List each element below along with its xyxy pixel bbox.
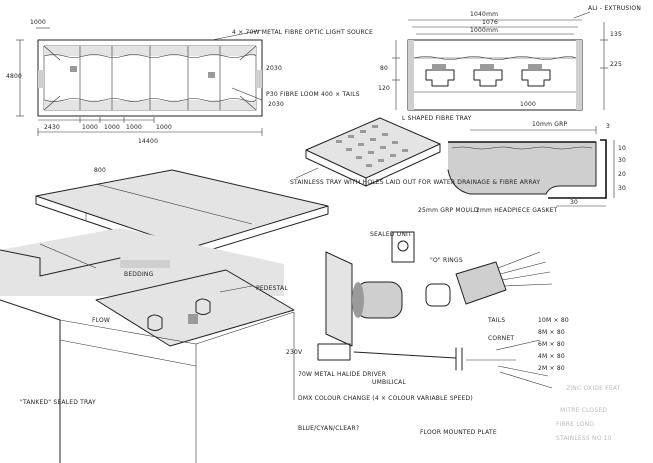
driver-voltage-label: 230V	[286, 349, 303, 356]
fitting-note-o-rings: "O" RINGS	[430, 257, 463, 264]
fitting-note-umbilical: UMBILICAL	[372, 379, 406, 386]
edge-dim-bottom: 30	[570, 199, 578, 206]
driver-note-2: DMX COLOUR CHANGE (4 × COLOUR VARIABLE S…	[298, 395, 473, 402]
fitting-o-ring-nut	[425, 283, 451, 307]
iso-note-tanked-tray: "TANKED" SEALED TRAY	[20, 399, 96, 406]
umbilical-line	[353, 351, 457, 359]
faint-note: MITRE CLOSED	[560, 407, 607, 414]
plan-dim-top: 1000	[30, 19, 46, 26]
plan-dim-segment: 1000	[104, 124, 120, 131]
edge-dim-top: 1000	[520, 101, 536, 108]
iso-note-pedestal: PEDESTAL	[256, 285, 288, 292]
plan-dim-right-1: 2030	[266, 65, 282, 72]
iso-lip	[0, 249, 121, 277]
tails-item: 6M × 80	[538, 341, 565, 348]
section-note-ali-extrusion: ALI - EXTRUSION	[588, 5, 641, 12]
tray-iso: STAINLESS TRAY WITH HOLES LAID OUT FOR W…	[290, 117, 558, 214]
tails-lines	[466, 339, 553, 389]
edge-extrusion	[548, 139, 607, 199]
plan-dim-total: 14400	[138, 138, 158, 145]
iso-dim-top: 800	[94, 167, 106, 174]
fitting-mount-plate	[325, 251, 353, 347]
edge-dim-side-5: 30	[618, 185, 626, 192]
section-side-left	[408, 40, 414, 110]
tray-note: STAINLESS TRAY WITH HOLES LAID OUT FOR W…	[290, 179, 540, 186]
iso-bedding-block	[120, 260, 170, 268]
tray-holes	[336, 125, 408, 167]
faint-note: STAINLESS NO 10	[556, 435, 612, 442]
section-outline	[407, 39, 583, 111]
section-side-right	[576, 40, 582, 110]
edge-dim-side-4: 20	[618, 171, 626, 178]
plan-dim-left: 4800	[6, 73, 22, 80]
edge-detail: 1000 10mm GRP 3 10 30 20 30 30	[447, 101, 626, 207]
plan-wave-top	[43, 54, 257, 58]
plan-note-fibre-optic: 4 × 70W METAL FIBRE OPTIC LIGHT SOURCE	[232, 29, 373, 36]
fittings: SEALED UNIT "O" RINGS UMBILICAL FLOOR MO…	[286, 231, 621, 442]
section-dim-left-1: 80	[380, 65, 388, 72]
section-dim-right-2: 225	[610, 61, 622, 68]
fitting-note-sealed: SEALED UNIT	[370, 231, 412, 238]
main-iso: 800 BEDDING PEDESTAL FLOW "TANKED" SEALE…	[0, 167, 329, 463]
iso-mount-plate	[95, 269, 295, 347]
edge-body	[448, 142, 596, 194]
section-dim-top-1: 1040mm	[470, 11, 498, 18]
tray-note-grp: 25mm GRP MOULD	[418, 207, 479, 214]
plan-dim-right-2: 2030	[268, 101, 284, 108]
tails-item: 2M × 80	[538, 365, 565, 372]
section-dim-top-2: 1076	[482, 19, 498, 26]
plan-end-block-left	[38, 70, 44, 88]
section-dim-top-3: 1000mm	[470, 27, 498, 34]
iso-note-flow: FLOW	[92, 317, 110, 324]
iso-pedestal	[147, 314, 163, 331]
plan-end-block-right	[256, 70, 262, 88]
tails-item: 10M × 80	[538, 317, 569, 324]
section-view: 1040mm 1076 1000mm 80 120 135 225 ALI - …	[378, 5, 641, 122]
plan-dim-segment: 2430	[44, 124, 60, 131]
tray-note-headpiece: 2mm HEADPIECE GASKET	[476, 207, 558, 214]
tails-label: TAILS	[487, 317, 505, 324]
edge-dim-side-1: 3	[606, 123, 610, 130]
section-dim-left-2: 120	[378, 85, 390, 92]
section-fitting	[521, 69, 551, 87]
plan-light-box	[70, 66, 77, 72]
fitting-note-wall-plate: FLOOR MOUNTED PLATE	[420, 429, 497, 436]
faint-note: ZINC OXIDE FEAT	[566, 385, 621, 392]
edge-dim-side-3: 30	[618, 157, 626, 164]
plan-dim-segment: 1000	[126, 124, 142, 131]
section-note-channel: L SHAPED FIBRE TRAY	[402, 115, 472, 122]
tails-item: 4M × 80	[538, 353, 565, 360]
fitting-sealed-unit	[391, 231, 415, 263]
faint-note: FIBRE LONG	[556, 421, 594, 428]
section-dim-right-1: 135	[610, 31, 622, 38]
driver-box	[317, 343, 351, 361]
tails-item: 8M × 80	[538, 329, 565, 336]
plan-wave-bottom	[43, 98, 257, 102]
plan-light-box	[208, 72, 215, 78]
iso-note-bedding: BEDDING	[124, 271, 154, 278]
section-fitting	[425, 69, 455, 87]
section-fitting	[473, 69, 503, 87]
fitting-ferrule	[455, 261, 507, 305]
fibre-bundle	[497, 251, 553, 287]
iso-pedestal	[195, 298, 211, 315]
plan-view: 1000 4800 2030 2030 2430 1000 1000 1000 …	[6, 19, 373, 145]
driver-note: 70W METAL HALIDE DRIVER	[298, 371, 386, 378]
tails-label-2: CORNET	[488, 335, 514, 342]
plan-dim-segment: 1000	[156, 124, 172, 131]
driver-note-3: BLUE/CYAN/CLEAR?	[298, 425, 359, 432]
edge-dim-side-2: 10	[618, 145, 626, 152]
edge-note-top: 10mm GRP	[532, 121, 567, 128]
plan-dim-segment: 1000	[82, 124, 98, 131]
plan-note-fibre-loom: P30 FIBRE LOOM 400 × TAILS	[266, 91, 360, 98]
